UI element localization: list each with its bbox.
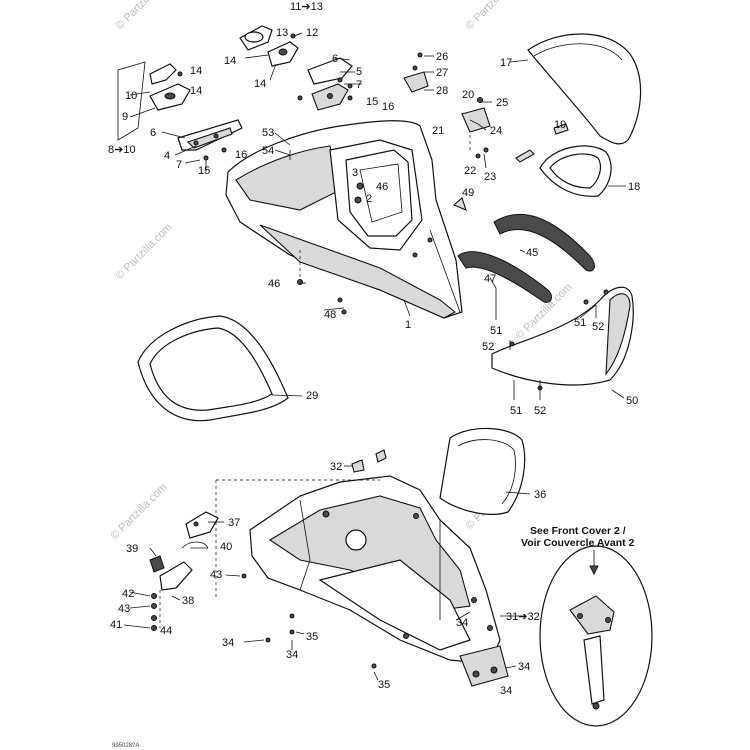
windshield <box>527 33 642 145</box>
note-line-2: Voir Couvercle Avant 2 <box>521 537 635 549</box>
callout-34: 34 <box>286 649 298 661</box>
hardware-fasteners <box>265 613 377 669</box>
callout-6: 6 <box>150 127 156 139</box>
mirror-assembly-center <box>297 57 353 111</box>
callout-43: 43 <box>210 569 222 581</box>
drawing-code: 995028?A <box>112 743 139 749</box>
callout-52: 52 <box>592 321 604 333</box>
callout-1: 1 <box>405 319 411 331</box>
leader-lines <box>123 33 626 681</box>
callout-50: 50 <box>626 395 638 407</box>
storage-bin <box>351 427 526 515</box>
callout-52: 52 <box>482 341 494 353</box>
callout-14: 14 <box>190 85 202 97</box>
note-line-1: See Front Cover 2 / <box>530 525 626 537</box>
callout-13: 13 <box>276 27 288 39</box>
callout-42: 42 <box>122 588 134 600</box>
callout-32: 32 <box>330 461 342 473</box>
callout-7: 7 <box>176 159 182 171</box>
callout-48: 48 <box>324 309 336 321</box>
callout-38: 38 <box>182 595 194 607</box>
callout-34: 34 <box>222 637 234 649</box>
callout-40: 40 <box>220 541 232 553</box>
callout-51: 51 <box>490 325 502 337</box>
callout-41: 41 <box>110 619 122 631</box>
callout-37: 37 <box>228 517 240 529</box>
callout-36: 36 <box>534 489 546 501</box>
callout-51: 51 <box>510 405 522 417</box>
callout-4: 4 <box>164 150 170 162</box>
callout-49: 49 <box>462 187 474 199</box>
callout-15: 15 <box>366 96 378 108</box>
mirror-assembly-left <box>117 61 191 141</box>
callout-34: 34 <box>456 617 468 629</box>
callout-51: 51 <box>574 317 586 329</box>
callout-20: 20 <box>462 89 474 101</box>
callout-22: 22 <box>464 165 476 177</box>
watermark-text: © Partzilla.com <box>114 0 175 32</box>
callout-28: 28 <box>436 85 448 97</box>
callout-47: 47 <box>484 273 496 285</box>
callout-39: 39 <box>126 543 138 555</box>
callout-18: 18 <box>628 181 640 193</box>
callout-8-10: 8➔10 <box>108 144 136 156</box>
callout-14: 14 <box>224 55 236 67</box>
callout-53: 53 <box>262 127 274 139</box>
callout-19: 19 <box>554 119 566 131</box>
callout-35: 35 <box>306 631 318 643</box>
callout-26: 26 <box>436 51 448 63</box>
callout-27: 27 <box>436 67 448 79</box>
latch-parts <box>149 511 247 631</box>
front-frame <box>215 475 509 687</box>
callout-21: 21 <box>432 125 444 137</box>
detail-callout <box>539 545 653 727</box>
callout-23: 23 <box>484 171 496 183</box>
callout-5: 5 <box>356 66 362 78</box>
headlight-bezel <box>177 119 243 172</box>
callout-24: 24 <box>490 125 502 137</box>
front-bumper <box>491 286 634 391</box>
callout-31-32: 31➔32 <box>506 611 540 623</box>
callout-17: 17 <box>500 57 512 69</box>
callout-45: 45 <box>526 247 538 259</box>
callout-16: 16 <box>235 149 247 161</box>
front-cover-note: See Front Cover 2 / Voir Couvercle Avant… <box>521 525 635 549</box>
callout-29: 29 <box>306 390 318 402</box>
bracket-hardware <box>403 52 491 211</box>
callout-12: 12 <box>306 27 318 39</box>
callout-52: 52 <box>534 405 546 417</box>
callout-14: 14 <box>190 65 202 77</box>
callout-16: 16 <box>382 101 394 113</box>
watermark-text: © Partzilla.com <box>464 0 525 32</box>
callout-25: 25 <box>496 97 508 109</box>
gasket <box>137 315 289 422</box>
callout-labels: 11➔13 12 13 14 14 14 14 8➔10 10 9 6 4 7 … <box>108 1 640 697</box>
callout-44: 44 <box>160 625 172 637</box>
front-cover <box>225 120 463 319</box>
callout-14: 14 <box>254 78 266 90</box>
callout-6: 6 <box>332 53 338 65</box>
callout-54: 54 <box>262 145 274 157</box>
windshield-gasket <box>515 123 612 197</box>
callout-9: 9 <box>122 111 128 123</box>
watermark-text: © Partzilla.com <box>114 221 175 282</box>
callout-46: 46 <box>268 278 280 290</box>
callout-3: 3 <box>352 167 358 179</box>
callout-15: 15 <box>198 165 210 177</box>
callout-43: 43 <box>118 603 130 615</box>
watermark-text: © Partzilla.com <box>109 481 170 542</box>
hoses <box>457 213 595 303</box>
callout-11-13: 11➔13 <box>290 1 323 13</box>
callout-10: 10 <box>125 90 137 102</box>
mirror-assembly-upper <box>239 25 303 81</box>
callout-46: 46 <box>376 181 388 193</box>
callout-7: 7 <box>356 79 362 91</box>
callout-35: 35 <box>378 679 390 691</box>
callout-34: 34 <box>500 685 512 697</box>
callout-2: 2 <box>366 193 372 205</box>
callout-34: 34 <box>518 661 530 673</box>
